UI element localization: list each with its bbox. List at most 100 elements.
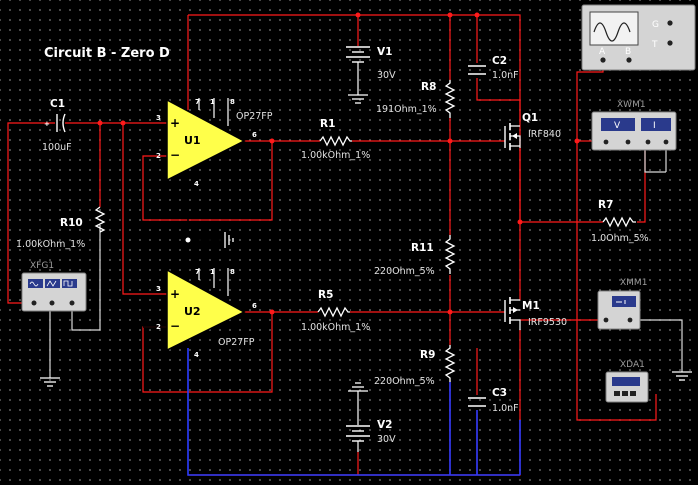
mosfet-q1[interactable]: Q1 IRF840 [504,112,561,150]
capacitor-c2[interactable]: C2 1.0nF [468,55,519,81]
xsc1-label-b: B [625,47,631,57]
xsc1-terminal-a[interactable] [600,57,606,63]
wire-to-u2[interactable] [122,123,167,295]
xsc1-label-t: T [651,40,658,50]
r5-ref: R5 [318,289,333,301]
r7-value: 1.0Ohm_5% [591,233,649,244]
xfg1-body[interactable] [21,272,87,312]
c1-value: 100uF [42,142,72,153]
sine-wave-icon [593,22,631,42]
wire-u1-fb[interactable] [142,141,273,221]
junction-dot [97,120,103,126]
u2-model: OP27FP [218,337,255,348]
xmm1-display [612,296,636,307]
resistor-r7[interactable]: R7 1.0Ohm_5% [591,199,649,244]
wire-q1-source[interactable] [519,148,603,223]
r1-zigzag [319,135,352,147]
xfg1-terminal-com[interactable] [49,300,55,306]
u2-pin4: 4 [194,351,199,359]
c2-ref: C2 [492,55,507,67]
u2-minus-sign: − [170,319,180,333]
xwm1-terminal-v-plus[interactable] [603,139,609,145]
junction-dot [474,12,480,18]
opamp-u2[interactable]: 7 1 8 3 2 6 4 + − U2 OP27FP [156,268,257,359]
junction-dot [574,138,580,144]
xwm1-display-i [641,118,671,131]
xsc1-terminal-g[interactable] [667,20,673,26]
xsc1-label-g: G [652,20,659,30]
xda1-display [612,377,640,386]
junction-dot [447,12,453,18]
xwm1-display-v [601,118,635,131]
capacitor-c1[interactable]: + C1 100uF [42,98,72,153]
xmm1-terminal-plus[interactable] [603,317,609,323]
wire-xmm1-right[interactable] [640,319,683,372]
u2-pin6: 6 [252,302,257,310]
xwm1-terminal-i-minus[interactable] [663,139,669,145]
u1-pin8: 8 [230,98,235,106]
c1-plus: + [44,120,50,128]
xfg1-terminal-plus[interactable] [31,300,37,306]
u1-model: OP27FP [236,111,273,122]
mosfet-m1[interactable]: M1 IRF9530 [504,297,567,330]
dc-source-v1[interactable]: V1 30V [346,42,396,95]
dc-source-v2[interactable]: V2 30V [346,391,396,452]
r7-ref: R7 [598,199,613,211]
junction-dot [447,138,453,144]
r9-ref: R9 [420,349,435,361]
xsc1-terminal-t[interactable] [667,40,673,46]
xmm1-terminal-minus[interactable] [627,317,633,323]
wire-r7-right[interactable] [637,148,646,223]
r11-value: 220Ohm_5% [374,266,435,277]
wires [7,14,683,476]
xwm1-label-v: V [614,121,621,131]
resistor-r1[interactable]: R1 1.00kOhm_1% [301,118,370,161]
resistor-r5[interactable]: R5 1.00kOhm_1% [301,289,370,333]
multimeter-xmm1[interactable]: XMM1 [597,278,647,330]
resistor-r8[interactable]: R8 191Ohm_1% [376,80,456,118]
r8-ref: R8 [421,81,436,93]
square-wave-icon [62,279,77,288]
u1-pin1: 1 [210,98,215,106]
r8-value: 191Ohm_1% [376,104,437,115]
distortion-analyzer-xda1[interactable]: XDA1 [605,360,649,403]
resistor-r11[interactable]: R11 220Ohm_5% [374,235,456,277]
ground-symbol [348,94,368,104]
wire-xfg1-right[interactable] [71,225,101,331]
wire-c1-left[interactable] [7,122,55,304]
u2-pin1: 1 [210,268,215,276]
r9-zigzag [444,345,456,382]
u1-triangle[interactable] [166,98,246,182]
xwm1-terminal-i-plus[interactable] [645,139,651,145]
u1-minus-sign: − [170,148,180,162]
m1-arrow-icon [513,307,518,313]
wire-u2-v-minus[interactable] [187,348,520,476]
v2-ref: V2 [377,419,392,431]
wire-c2-bot[interactable] [476,78,520,101]
wire-m1-drain[interactable] [188,330,521,476]
wattmeter-xwm1[interactable]: XWM1 V I [591,100,677,151]
capacitor-c3[interactable]: C3 1.0nF [468,387,519,414]
resistor-r10[interactable]: R10 1.00kOhm_1% [16,206,106,250]
function-generator-xfg1[interactable]: XFG1 [21,261,87,312]
r5-value: 1.00kOhm_1% [301,322,370,333]
v1-value: 30V [377,70,396,81]
r10-zigzag [94,206,106,233]
u2-triangle[interactable] [166,268,246,352]
junctions [97,12,580,315]
oscilloscope-xsc1[interactable]: A B G T [581,4,696,71]
r10-ref: R10 [60,217,83,229]
xwm1-terminal-v-minus[interactable] [625,139,631,145]
xsc1-terminal-b[interactable] [626,57,632,63]
xda1-body[interactable] [605,371,649,403]
circuit-title: Circuit B - Zero D [44,46,170,61]
v1-ref: V1 [377,46,392,58]
xfg1-terminal-minus[interactable] [69,300,75,306]
resistor-r9[interactable]: R9 220Ohm_5% [374,345,456,387]
wire-r7-meter[interactable] [644,148,666,173]
q1-arrow-icon [512,133,517,139]
u1-plus-sign: + [170,116,180,130]
r5-zigzag [317,306,350,318]
opamp-u1[interactable]: 7 1 8 3 2 6 4 + − U1 OP27FP [156,98,273,188]
